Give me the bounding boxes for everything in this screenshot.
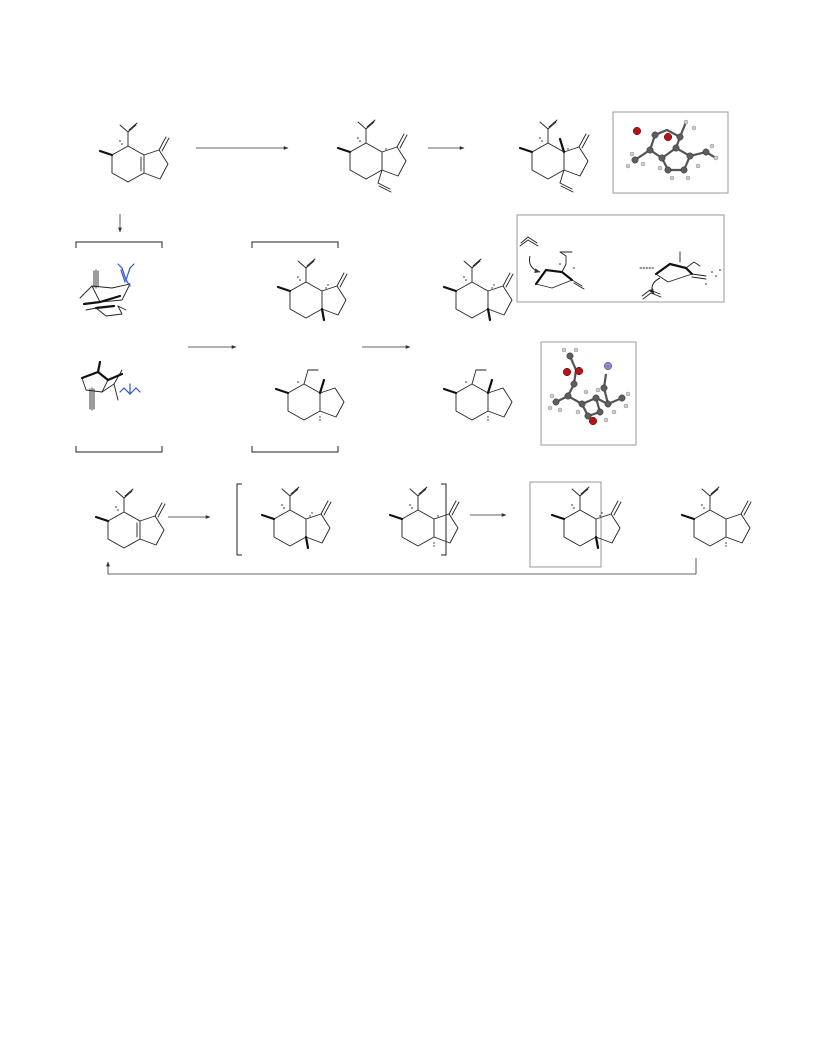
bridged-adduct-middle-structure xyxy=(274,368,346,422)
bracket-bottom-left xyxy=(75,446,163,453)
epimer-intermediate-structure xyxy=(388,485,461,548)
bracket-top-middle xyxy=(251,241,339,248)
vinyl-adduct-structure xyxy=(338,120,407,192)
cage-transition-structure-lower xyxy=(80,360,141,411)
cage-transition-structure-upper xyxy=(79,263,135,317)
bracket-left-large xyxy=(236,483,242,556)
bridged-product-right-structure xyxy=(442,368,514,422)
methyl-adduct-upper-structure xyxy=(278,259,347,320)
transition-state-inset-panel xyxy=(516,214,725,303)
transition-state-sketch-icon xyxy=(519,236,721,300)
crystal-structure-top-panel xyxy=(612,111,729,194)
ball-and-stick-model-icon xyxy=(625,119,719,181)
bracket-right-large xyxy=(441,483,447,556)
methyl-intermediate-structure xyxy=(262,487,331,548)
ball-and-stick-model-icon xyxy=(547,347,631,426)
bracket-top-left xyxy=(75,241,163,248)
vinyl-methyl-product-structure xyxy=(520,120,589,192)
methyl-product-right-structure xyxy=(444,259,513,320)
crystal-structure-middle-panel xyxy=(540,341,637,446)
starting-diene-structure xyxy=(100,123,169,182)
final-product-structure xyxy=(680,485,753,548)
bracket-bottom-middle xyxy=(251,446,339,453)
recycle-arrow xyxy=(106,558,697,575)
starting-diene-bottom-structure xyxy=(96,489,165,548)
highlighted-product-panel xyxy=(529,481,621,568)
